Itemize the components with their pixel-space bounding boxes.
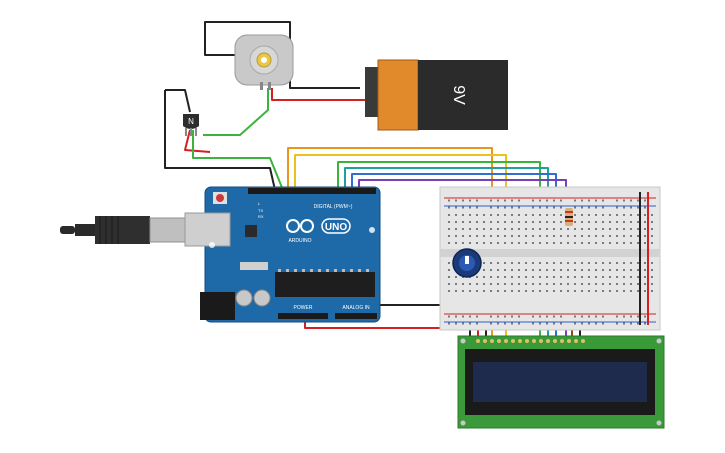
atmega-chip	[275, 272, 375, 297]
dc-motor[interactable]	[234, 34, 294, 90]
wire-motor-black	[204, 21, 360, 89]
digital-header	[248, 188, 376, 194]
arduino-model: UNO	[325, 222, 347, 233]
breadboard-holes	[448, 199, 653, 325]
potentiometer[interactable]	[452, 248, 482, 278]
arduino-logo-icon	[286, 219, 314, 233]
power-jack	[200, 292, 235, 320]
transistor-label: N	[188, 117, 194, 126]
usb-port	[184, 212, 231, 247]
resistor[interactable]	[565, 208, 573, 226]
wire-motor-green	[203, 88, 269, 136]
analog-header-label: ANALOG IN	[342, 305, 370, 311]
battery-9v[interactable]: 9V	[365, 59, 508, 131]
lcd-screen	[473, 362, 647, 402]
battery-label: 9V	[450, 85, 467, 105]
lcd-pin-header	[476, 339, 585, 343]
arduino-uno[interactable]: UNO ARDUINO DIGITAL (PWM~) POWER ANALOG …	[184, 186, 381, 323]
wire-transistor-black	[164, 90, 276, 191]
power-header-strip	[278, 313, 328, 319]
wire-transistor-top-black	[165, 89, 191, 113]
wire-transistor-green	[192, 130, 284, 191]
arduino-brand: ARDUINO	[288, 238, 311, 244]
power-header-label: POWER	[294, 305, 313, 311]
usb-cable[interactable]	[60, 216, 186, 244]
digital-header-label: DIGITAL (PWM~)	[314, 204, 353, 210]
wire-motor-red	[271, 88, 365, 101]
transistor-npn[interactable]: N	[183, 114, 199, 136]
lcd-16x2[interactable]	[457, 335, 665, 429]
pin-rx-label: RX	[258, 214, 264, 219]
analog-header-strip	[335, 313, 377, 319]
pin-l-label: L	[258, 201, 261, 206]
wire-transistor-red	[184, 129, 211, 153]
pin-tx-label: TX	[258, 208, 263, 213]
